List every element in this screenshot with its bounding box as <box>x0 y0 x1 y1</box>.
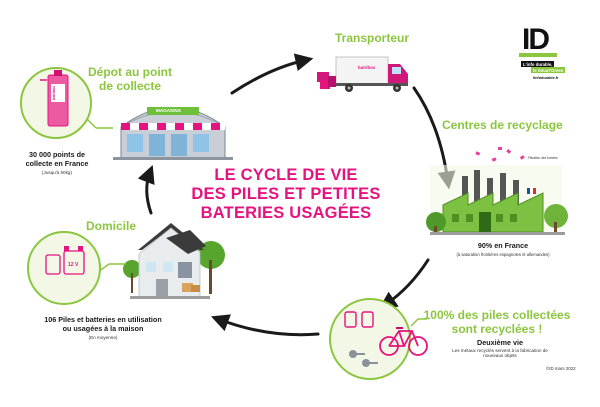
main-title-line-2: DES PILES ET PETITES <box>191 185 381 203</box>
store-sign: MAGASINS <box>156 108 181 113</box>
main-title-line-1: LE CYCLE DE VIE <box>214 166 358 184</box>
depot-title: Dépot au point de collecte <box>88 65 172 93</box>
recyclees-note: Les métaux recyclés servent à la fabrica… <box>432 348 568 359</box>
logo-tagline-1: L'info durable, <box>521 61 555 67</box>
collection-box-label: batribox <box>52 85 56 100</box>
logo-letters: ID <box>522 23 550 56</box>
credit: ©ID mars 2022 <box>546 366 576 371</box>
recyclees-subtitle: Deuxième vie <box>477 338 523 347</box>
recyclees-title-line-1: 100% des piles collectées <box>423 308 571 322</box>
recyclees-title-line-2: sont recyclées ! <box>451 322 543 336</box>
arrow-domicile-to-depot <box>137 165 155 215</box>
collection-box-illustration <box>20 67 113 139</box>
main-title: LE CYCLE DE VIE DES PILES ET PETITES BAT… <box>186 166 386 223</box>
logo-tagline-2: le Smart'Green <box>531 67 566 73</box>
home-batteries-illustration <box>27 231 126 305</box>
recyclees-note-line-2: nouveaux objets <box>483 353 517 359</box>
domicile-stat-line-2: ou usagées à la maison <box>62 323 144 333</box>
house-illustration <box>123 223 225 299</box>
domicile-title: Domicile <box>86 219 137 233</box>
transporteur-title: Transporteur <box>335 31 410 45</box>
logo-url[interactable]: linfodurable.fr <box>533 76 559 80</box>
store-illustration <box>113 107 233 160</box>
recyclage-note: (à saturation frontières espagnoles et a… <box>456 252 550 257</box>
arrow-depot-to-transport <box>230 53 314 95</box>
depot-title-line-1: Dépot au point <box>88 65 172 79</box>
depot-stat: 30 000 points de collecte en France <box>18 150 96 168</box>
domicile-note: (En moyenne) <box>88 335 118 340</box>
id-logo-mark <box>519 53 557 57</box>
logo[interactable]: ID <box>522 23 550 56</box>
factory-illustration <box>426 147 568 235</box>
second-life-illustration <box>329 298 428 380</box>
truck-illustration <box>317 56 408 92</box>
arrow-recyclage-to-recyclees <box>378 258 430 310</box>
truck-label: batribox <box>358 65 376 70</box>
depot-stat-line-1: 30 000 points de <box>29 150 85 159</box>
fumes-label: Filtration des fumées <box>528 156 558 160</box>
depot-stat-line-2: collecte en France <box>25 158 89 168</box>
recyclage-stat: 90% en France <box>477 241 529 250</box>
recyclees-note-line-1: Les métaux recyclés servent à la fabrica… <box>452 348 548 353</box>
depot-note: (Jusqu'à 60kg) <box>42 170 72 175</box>
recyclees-title: 100% des piles collectées sont recyclées… <box>412 308 582 336</box>
domicile-stat-line-1: 106 Piles et batteries en utilisation <box>44 315 162 324</box>
recyclage-title: Centres de recyclage <box>442 118 563 132</box>
domicile-stat: 106 Piles et batteries en utilisation ou… <box>22 315 184 333</box>
arrow-recyclees-to-domicile <box>210 314 320 337</box>
main-title-line-3: BATERIES USAGÉES <box>200 204 372 222</box>
depot-title-line-2: de collecte <box>98 79 162 93</box>
battery-voltage-label: 12 V <box>68 262 79 268</box>
